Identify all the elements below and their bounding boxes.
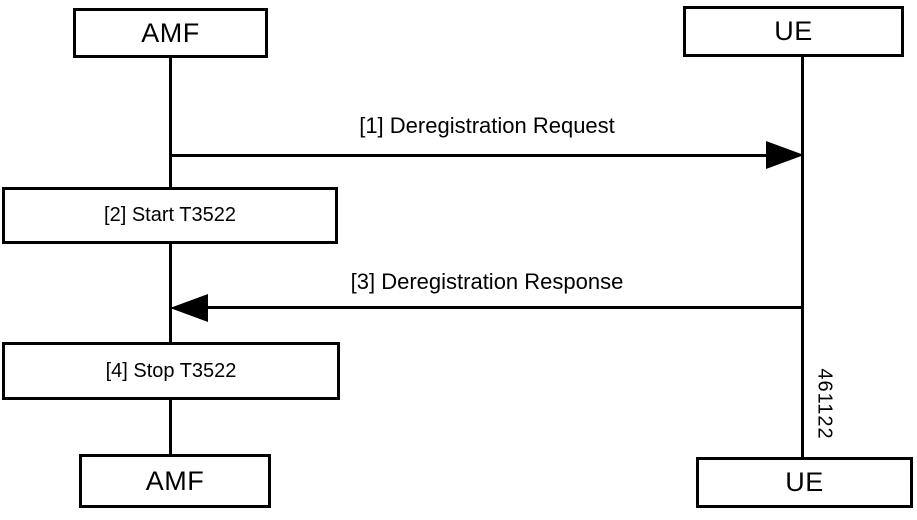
- actor-box-ue-bottom: UE: [696, 457, 913, 508]
- ue-lifeline: [801, 55, 804, 459]
- amf-lifeline: [169, 56, 172, 456]
- watermark-text: 461122: [813, 368, 836, 440]
- message-3-label: [3] Deregistration Response: [350, 269, 624, 294]
- message-1-label: [1] Deregistration Request: [359, 113, 615, 138]
- arrowhead-left-icon: [170, 294, 208, 322]
- actor-box-amf-bottom: AMF: [79, 454, 271, 508]
- arrowhead-right-icon: [766, 141, 804, 169]
- action-box-start-t3522: [2] Start T3522: [2, 187, 338, 244]
- message-3-arrow-line: [208, 306, 803, 309]
- action-stop-label: [4] Stop T3522: [105, 359, 237, 382]
- actor-box-ue-top: UE: [683, 6, 904, 57]
- actor-ue-bottom-label: UE: [785, 467, 824, 497]
- actor-box-amf-top: AMF: [73, 8, 268, 58]
- action-start-label: [2] Start T3522: [104, 204, 236, 226]
- actor-amf-bottom-label: AMF: [145, 465, 205, 496]
- actor-amf-top-label: AMF: [141, 17, 200, 48]
- message-1-arrow-line: [170, 154, 766, 157]
- action-box-stop-t3522: [4] Stop T3522: [2, 342, 340, 400]
- actor-ue-top-label: UE: [774, 16, 813, 46]
